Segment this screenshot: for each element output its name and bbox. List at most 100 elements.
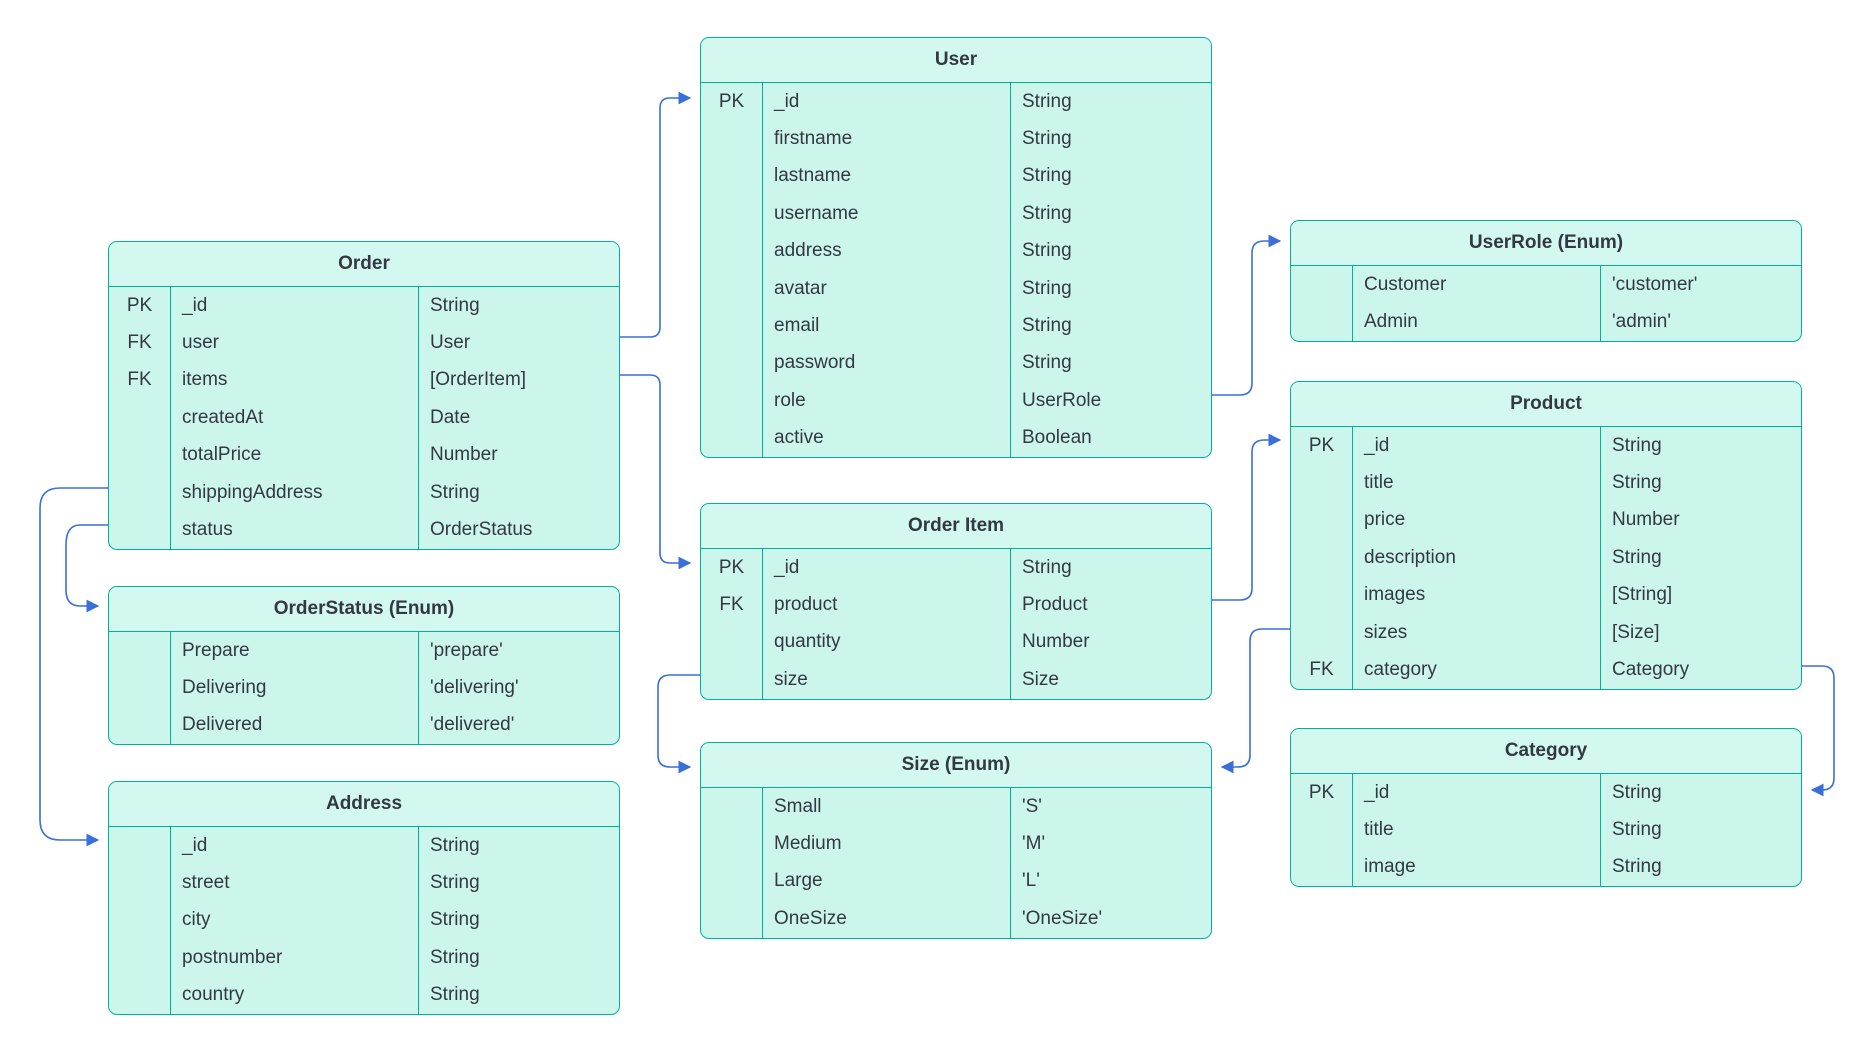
- attribute-name: items: [171, 361, 419, 400]
- attribute-type: Size: [1022, 668, 1059, 690]
- attribute-name: Small: [763, 788, 1011, 826]
- attribute-type: Number: [430, 444, 498, 466]
- attribute-type: Date: [430, 406, 471, 428]
- attribute-key: [701, 661, 763, 699]
- attribute-key: [1291, 539, 1353, 577]
- attribute-name: title: [1353, 811, 1601, 849]
- attribute-type: String: [1022, 90, 1072, 112]
- attribute-key: [1291, 848, 1353, 887]
- attribute-key: [1291, 464, 1353, 502]
- edge-order-items: [620, 374, 692, 570]
- attribute-key: [109, 706, 171, 745]
- attribute-key: FK: [701, 586, 763, 624]
- attribute-type: 'M': [1022, 833, 1046, 855]
- edge-product-sizes: [1220, 628, 1290, 774]
- attribute-key: PK: [1291, 774, 1353, 812]
- attribute-key: [1291, 266, 1353, 304]
- attribute-type: User: [430, 332, 471, 354]
- attribute-type: String: [430, 872, 480, 894]
- edge-product-category: [1802, 665, 1835, 797]
- attribute-name: email: [763, 307, 1011, 345]
- entity-attribute-row: PK_id String: [701, 83, 1211, 121]
- entity-title: Order: [109, 242, 619, 287]
- attribute-name: city: [171, 901, 419, 940]
- entity-attribute-row: Small 'S': [701, 788, 1211, 826]
- attribute-key: [701, 825, 763, 863]
- entity-attribute-row: size Size: [701, 661, 1211, 699]
- entity-title: Category: [1291, 729, 1801, 774]
- entity-userrole[interactable]: UserRole (Enum) Customer'customer'Admin'…: [1290, 220, 1802, 342]
- attribute-key: PK: [701, 83, 763, 121]
- attribute-name: _id: [763, 549, 1011, 587]
- attribute-name: quantity: [763, 623, 1011, 662]
- attribute-name: Medium: [763, 825, 1011, 863]
- attribute-key: [701, 120, 763, 158]
- attribute-key: FK: [1291, 651, 1353, 689]
- attribute-key: [109, 976, 171, 1014]
- entity-attribute-row: Delivered'delivered': [109, 706, 619, 745]
- entity-orderstatus[interactable]: OrderStatus (Enum) Prepare'prepare'Deliv…: [108, 586, 620, 746]
- attribute-name: image: [1353, 848, 1601, 887]
- attribute-name: sizes: [1353, 613, 1601, 652]
- attribute-name: _id: [171, 827, 419, 865]
- entity-rows: Small'S'Medium'M'Large'L'OneSize'OneSize…: [701, 788, 1211, 938]
- attribute-key: [701, 382, 763, 420]
- attribute-type: 'L': [1022, 870, 1040, 892]
- attribute-type: 'S': [1022, 795, 1042, 817]
- attribute-key: [109, 399, 171, 437]
- attribute-type: String: [430, 294, 480, 316]
- attribute-name: password: [763, 344, 1011, 383]
- entity-attribute-row: Delivering'delivering': [109, 669, 619, 707]
- attribute-key: [1291, 501, 1353, 540]
- attribute-type: String: [1022, 556, 1072, 578]
- attribute-type: [Size]: [1612, 621, 1660, 643]
- edge-order-status: [65, 524, 108, 613]
- attribute-name: _id: [763, 83, 1011, 121]
- attribute-key: [109, 473, 171, 512]
- attribute-type: 'customer': [1612, 273, 1698, 295]
- attribute-type: 'admin': [1612, 311, 1672, 333]
- edge-order-shippingaddress: [39, 487, 108, 847]
- edge-order-user: [620, 91, 692, 338]
- attribute-key: PK: [701, 549, 763, 587]
- attribute-type: String: [430, 946, 480, 968]
- entity-rows: Prepare'prepare'Delivering'delivering'De…: [109, 632, 619, 745]
- attribute-name: lastname: [763, 157, 1011, 196]
- entity-size[interactable]: Size (Enum) Small'S'Medium'M'Large'L'One…: [700, 742, 1212, 939]
- attribute-name: product: [763, 586, 1011, 624]
- attribute-type: String: [1022, 352, 1072, 374]
- attribute-name: images: [1353, 576, 1601, 614]
- attribute-type: String: [430, 984, 480, 1006]
- attribute-type: Product: [1022, 594, 1088, 616]
- attribute-key: [109, 511, 171, 549]
- attribute-key: FK: [109, 324, 171, 362]
- attribute-name: size: [763, 661, 1011, 699]
- entity-title: Order Item: [701, 504, 1211, 549]
- attribute-type: String: [1022, 202, 1072, 224]
